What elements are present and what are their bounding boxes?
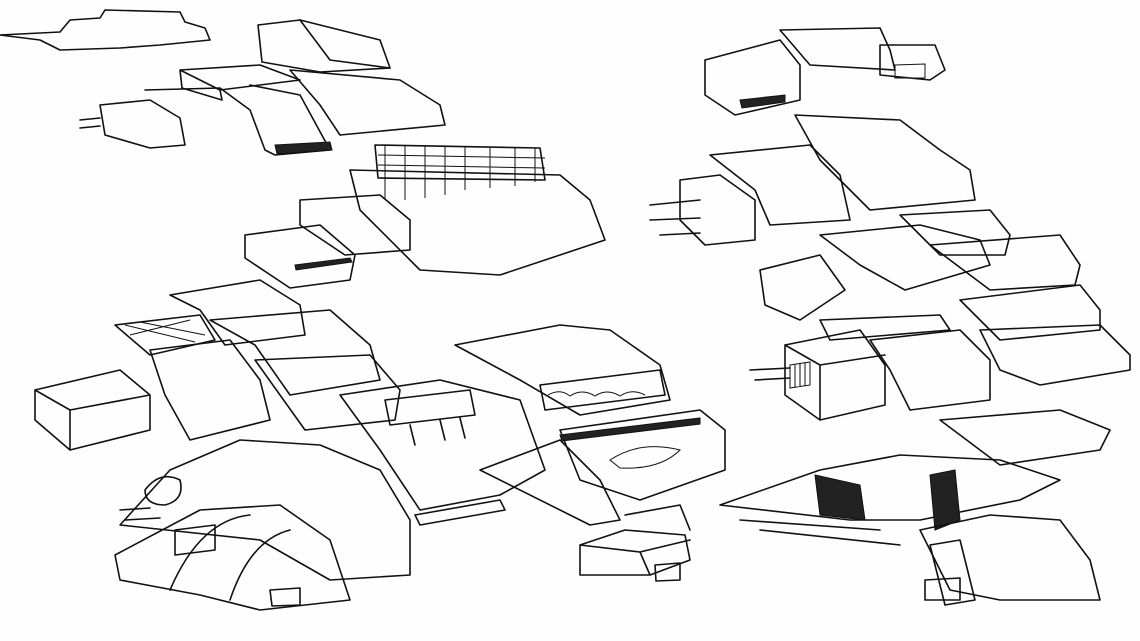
massing-cluster-bottom-right: [719, 409, 1111, 606]
massing-box-bottom-center: [579, 504, 691, 582]
massing-building-grid-roof: [244, 144, 606, 289]
massing-cluster-top-right: [649, 27, 1081, 321]
massing-cluster-top-left: [0, 9, 446, 156]
massing-cluster-mid-left: [34, 279, 401, 451]
massing-cluster-bottom-left: [114, 439, 411, 611]
massing-cluster-center: [339, 324, 726, 526]
massing-cluster-mid-right: [749, 284, 1131, 421]
